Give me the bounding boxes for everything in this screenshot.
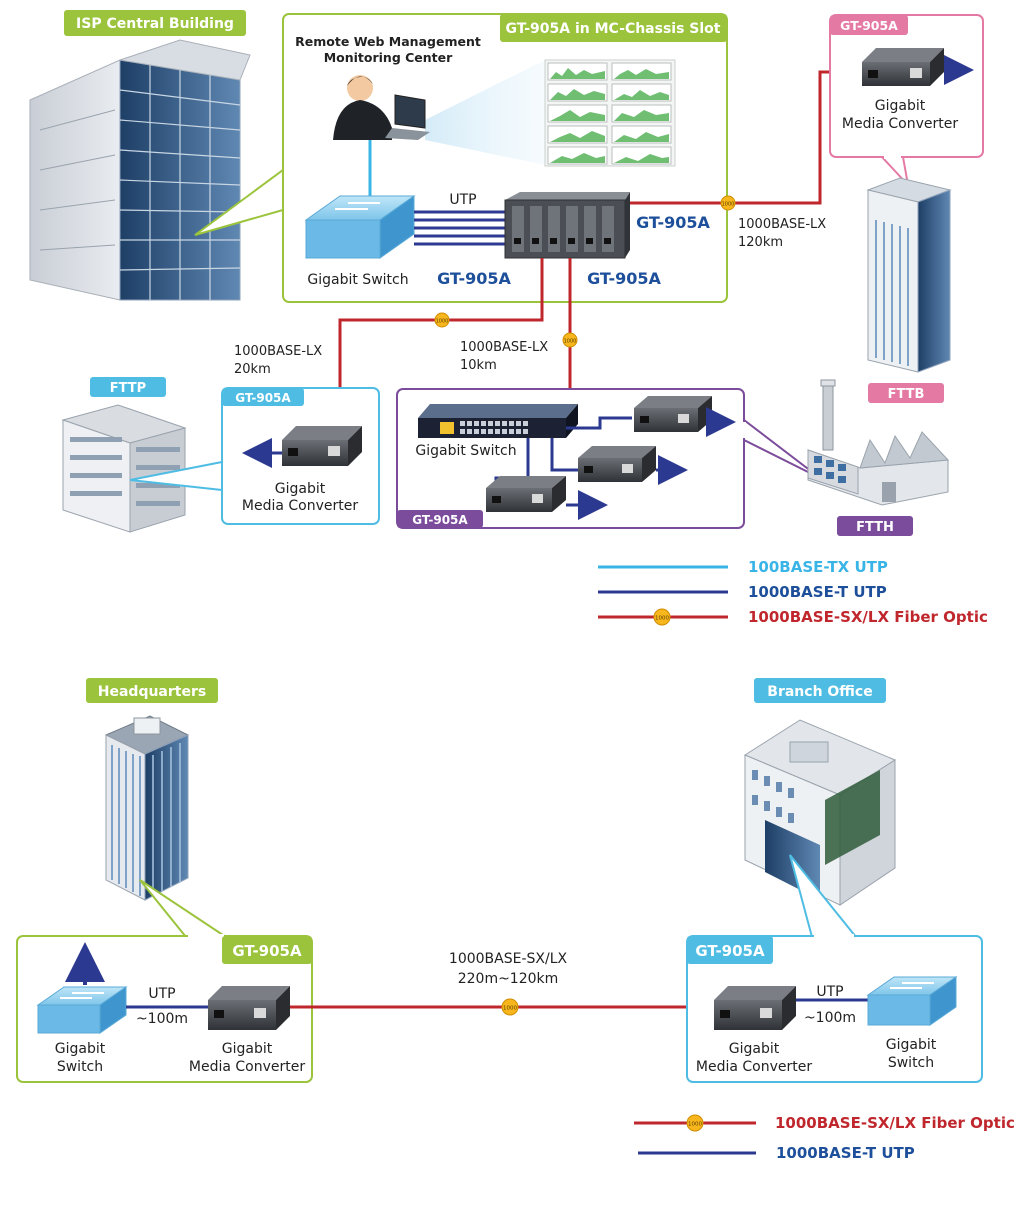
branch-tag: Branch Office (754, 678, 886, 703)
fttp-link-type: 1000BASE-LX (234, 344, 322, 359)
svg-text:1000: 1000 (722, 202, 735, 208)
svg-text:FTTB: FTTB (888, 387, 925, 402)
svg-text:GT-905A: GT-905A (235, 391, 291, 405)
svg-text:1000: 1000 (655, 616, 669, 622)
ftth-switch-label: Gigabit Switch (415, 443, 516, 459)
branch-switch-label-1: Gigabit (886, 1037, 937, 1053)
hq-box-tag: GT-905A (222, 936, 312, 964)
fttb-link-type: 1000BASE-LX (738, 217, 826, 232)
mc-chassis-icon (504, 192, 630, 259)
chassis-tag-text: GT-905A in MC-Chassis Slot (505, 21, 720, 37)
isp-tag-text: ISP Central Building (76, 16, 234, 32)
gigabit-switch-label: Gigabit Switch (307, 272, 408, 288)
svg-text:1000: 1000 (436, 319, 449, 325)
utp-bundle (414, 210, 505, 246)
hq-switch-label-1: Gigabit (55, 1041, 106, 1057)
hq-switch-label-2: Switch (57, 1059, 103, 1075)
hq-mc-label-2: Media Converter (189, 1059, 305, 1075)
monitoring-title-2: Monitoring Center (324, 50, 453, 65)
svg-text:Headquarters: Headquarters (98, 684, 206, 700)
ftth-media-converter-3-icon (486, 476, 566, 512)
svg-text:FTTH: FTTH (856, 520, 894, 535)
fttp-link-distance: 20km (234, 362, 271, 377)
svg-text:1000: 1000 (564, 339, 577, 345)
ftth-tag: FTTH (837, 516, 913, 536)
legend-top: 100BASE-TX UTP 1000BASE-T UTP 1000 1000B… (598, 558, 988, 626)
monitoring-title-1: Remote Web Management (295, 34, 481, 49)
hq-callout (139, 879, 230, 938)
ftth-link-distance: 10km (460, 358, 497, 373)
fttb-tag: FTTB (868, 383, 944, 403)
branch-switch-label-2: Switch (888, 1055, 934, 1071)
gt-chassis-right-label: GT-905A (636, 213, 710, 232)
ftth-media-converter-2-icon (578, 446, 656, 482)
gt-chassis-left-label: GT-905A (437, 269, 511, 288)
monitor-charts-icon (544, 59, 676, 167)
fttb-mc-label-1: Gigabit (875, 98, 926, 114)
coin-main: 1000 (501, 998, 519, 1016)
ftth-link-type: 1000BASE-LX (460, 340, 548, 355)
svg-text:Branch Office: Branch Office (767, 684, 872, 700)
chassis-tag: GT-905A in MC-Chassis Slot (500, 14, 727, 42)
branch-box-tag: GT-905A (687, 936, 773, 964)
branch-gigabit-switch-icon (866, 976, 958, 1026)
ftth-factory-icon (807, 379, 950, 506)
fttb-box-tag: GT-905A (830, 15, 908, 35)
svg-text:GT-905A: GT-905A (412, 513, 468, 527)
operator-icon (333, 60, 545, 165)
hq-mc-label-1: Gigabit (222, 1041, 273, 1057)
branch-mc-label-2: Media Converter (696, 1059, 812, 1075)
branch-mc-label-1: Gigabit (729, 1041, 780, 1057)
branch-utp-distance: ~100m (804, 1010, 856, 1026)
fttp-tag: FTTP (90, 377, 166, 397)
legend-bottom-label-2: 1000BASE-T UTP (776, 1144, 915, 1162)
fttb-mc-label-2: Media Converter (842, 116, 958, 132)
legend-bottom: 1000 1000BASE-SX/LX Fiber Optic 1000BASE… (634, 1114, 1015, 1162)
hq-utp-distance: ~100m (136, 1011, 188, 1027)
fttp-box-tag: GT-905A (222, 388, 304, 406)
ftth-media-converter-1-icon (634, 396, 712, 432)
hq-tag: Headquarters (86, 678, 218, 703)
svg-text:GT-905A: GT-905A (840, 18, 898, 33)
fttb-building-icon (866, 177, 952, 373)
fttp-mc-label-1: Gigabit (275, 481, 326, 497)
svg-text:FTTP: FTTP (110, 381, 146, 396)
fttp-mc-label-2: Media Converter (242, 498, 358, 514)
svg-text:GT-905A: GT-905A (695, 942, 765, 960)
isp-tag: ISP Central Building (64, 10, 246, 36)
isp-building-icon (29, 39, 251, 301)
hq-gigabit-switch-icon (36, 986, 128, 1034)
legend-top-label-2: 1000BASE-T UTP (748, 583, 887, 601)
gigabit-switch-icon (304, 195, 416, 259)
branch-media-converter-icon (714, 986, 796, 1030)
fttp-building-icon (61, 404, 187, 533)
ftth-box-tag: GT-905A (397, 510, 483, 528)
branch-building-icon (743, 719, 897, 906)
ftth-gigabit-switch-icon (418, 404, 578, 438)
main-link-distance: 220m~120km (458, 971, 559, 987)
legend-bottom-label-1: 1000BASE-SX/LX Fiber Optic (775, 1114, 1015, 1132)
svg-text:1000: 1000 (503, 1006, 517, 1012)
fttb-link-distance: 120km (738, 235, 783, 250)
svg-text:GT-905A: GT-905A (232, 942, 302, 960)
fttb-media-converter-icon (862, 48, 944, 86)
utp-label-top: UTP (449, 192, 476, 208)
hq-utp-label: UTP (148, 986, 175, 1002)
gt-chassis-bottom-label: GT-905A (587, 269, 661, 288)
hq-media-converter-icon (208, 986, 290, 1030)
legend-top-label-3: 1000BASE-SX/LX Fiber Optic (748, 608, 988, 626)
svg-text:1000: 1000 (688, 1122, 702, 1128)
legend-top-label-1: 100BASE-TX UTP (748, 558, 888, 576)
main-link-type: 1000BASE-SX/LX (449, 951, 568, 967)
branch-utp-label: UTP (816, 984, 843, 1000)
coin-ftth: 1000 (562, 332, 578, 348)
hq-building-icon (104, 715, 190, 901)
coin-fttb: 1000 (720, 195, 736, 211)
coin-fttp: 1000 (434, 312, 450, 328)
fttp-media-converter-icon (282, 426, 362, 466)
